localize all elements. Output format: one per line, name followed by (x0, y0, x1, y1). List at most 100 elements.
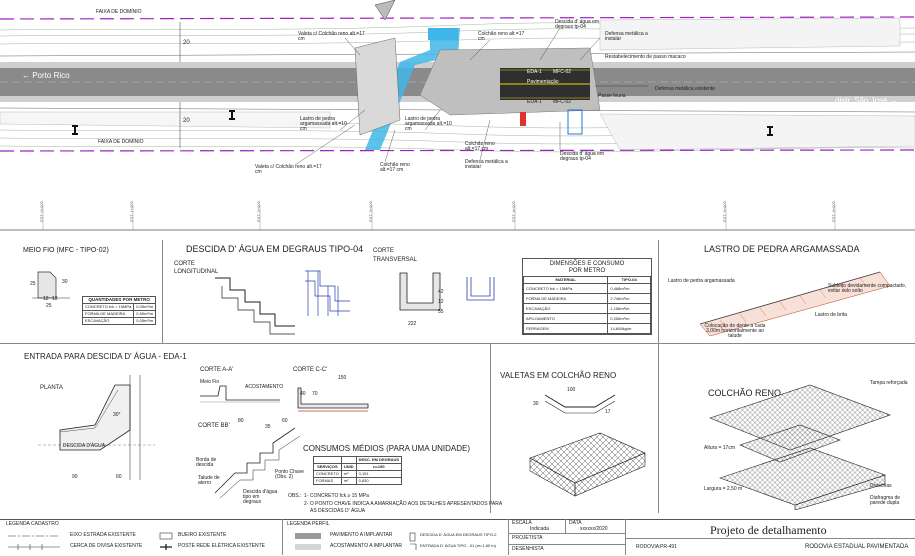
table-cell: 0,50m²/m (133, 310, 157, 318)
legend-pavimento: PAVIMENTO A IMPLANTAR (330, 532, 393, 538)
rodovia-value: PR-491 (660, 544, 677, 550)
entrada-dim-30deg: 30° (113, 412, 121, 418)
eda1-top-label: EDA-1 (527, 69, 542, 75)
consumos-title: CONSUMOS MÉDIOS (PARA UMA UNIDADE) (303, 444, 470, 453)
borda-label: Borda de descida (196, 457, 217, 468)
valetas-title: VALETAS EM COLCHÃO RENO (500, 371, 617, 380)
projeto-title: Projeto de detalhamento (710, 523, 827, 537)
faixa-dominio-bottom-label: FAIXA DE DOMÍNIO (98, 139, 144, 145)
ponto-chave-label: Ponto Chave (Obs. 2) (275, 469, 304, 480)
legend-symbols (8, 532, 417, 550)
defensa-existente-label: Defensa metálica existente (655, 86, 716, 92)
station-label: EST. 4+000 (511, 201, 516, 222)
consumos-col-unid: UNID (340, 463, 357, 471)
corte-bb-dim-60: 60 (282, 418, 288, 424)
passe-leuna-label: Passe leuna (598, 93, 626, 99)
table-cell: CONCRETO (313, 470, 342, 478)
descida-dim-12: 12 (438, 299, 444, 305)
station-label: EST. 5+000 (722, 201, 727, 222)
meiofio-dim-25b: 25 (46, 303, 52, 309)
obs-3: AS DESCIDAS D' ÁGUA (310, 508, 366, 514)
porto-rico-label: ← Porto Rico (22, 71, 70, 80)
descida-degraus-label: Descida d'água tipo em degraus (243, 489, 278, 505)
table-cell: m³ (340, 470, 357, 478)
corte-cc-label: CORTE C-C' (293, 367, 328, 373)
entrada-dim-90: 90 (72, 474, 78, 480)
mfc-bottom-label: MFC-02 (553, 99, 572, 105)
table-cell: FORMA DE MADEIRA (81, 310, 135, 318)
meio-fio-label: Meio Fio (200, 379, 220, 385)
rodovia-description: RODOVIA ESTADUAL PAVIMENTADA (805, 544, 909, 550)
table-cell: ESCAVAÇÃO (81, 317, 135, 325)
legend-poste: POSTE REDE ELÉTRICA EXISTENTE (178, 543, 265, 549)
descida-top-label: Descida d' água em degraus tp-04 (555, 19, 600, 30)
acostamento-label: ACOSTAMENTO (245, 384, 284, 390)
legend-cerca: CERCA DE DIVISA EXISTENTE (70, 543, 143, 549)
legend-acostamento: ACOSTAMENTO A IMPLANTAR (330, 543, 402, 549)
divider-entrada (490, 343, 491, 513)
divider-meiofio (162, 240, 163, 343)
descida-bottom-label: Descida d' água em degraus tp-04 (560, 151, 605, 162)
pavimentacao-label: Pavimentação (527, 79, 559, 85)
data-value: xxxxxx/2020 (580, 526, 608, 532)
divider-descida (658, 240, 659, 343)
dimension-20-bottom: 20 (183, 118, 190, 124)
legend-divider-6 (508, 533, 625, 534)
corte-longitudinal-label: CORTE LONGITUDINAL (174, 261, 219, 276)
divider-valetas (658, 343, 659, 513)
table-cell: 0,05m³/m (133, 303, 157, 311)
table-cell: 0,256m²/m (607, 313, 651, 324)
legend-cadastro-title: LEGENDA CADASTRO (6, 521, 59, 527)
defensa-bottom-label: Defensa metálica a instalar (465, 159, 508, 170)
talude-label: Talude de aterro (198, 475, 220, 486)
descida-dim-55: 55 (438, 309, 444, 315)
corte-transversal-label: CORTE TRANSVERSAL (373, 248, 418, 263)
table-cell: CONCRETO fck = 15MPa (81, 303, 135, 311)
descida-transversal-drawing (399, 272, 441, 311)
legend-perfil-title: LEGENDA PERFIL (287, 521, 330, 527)
consumos-head: DESC. EM DEGRAUS (355, 456, 403, 464)
obs-label: OBS.: (288, 493, 302, 499)
valeta-top-label: Valeta c/ Colchão reno alt.=17 cm (298, 31, 365, 42)
meiofio-quantity-table: QUANTIDADES POR METRO CONCRETO fck = 15M… (81, 296, 157, 325)
legend-divider-1 (282, 519, 283, 555)
table-cell: 2,746m²/m (607, 293, 651, 304)
obs-1: 1- CONCRETO fck ≥ 15 MPa (304, 493, 369, 499)
table-cell: 1,156m³/m (607, 303, 651, 314)
table-cell: 0,468m³/m (607, 283, 651, 294)
valeta-section-drawing (544, 394, 616, 414)
descida-col-tipo: TIPO-04 (607, 276, 651, 284)
table-cell: CONCRETO fck = 15MPa (522, 283, 609, 294)
entrada-dim-60: 60 (116, 474, 122, 480)
legend-bueiro: BUEIRO EXISTENTE (178, 532, 227, 538)
descida-longitudinal-drawing (215, 277, 295, 335)
data-label: DATA (569, 520, 582, 526)
obs-2: 2- O PONTO CHAVE INDICA A AMARRAÇÃO AOS … (304, 501, 503, 507)
escala-value: Indicada (530, 526, 549, 532)
meiofio-dim-13: 13 (52, 296, 58, 302)
legend-eixo: EIXO ESTRADA EXISTENTE (70, 532, 136, 538)
legend-area (0, 519, 915, 556)
entrada-planta-drawing (38, 375, 155, 480)
divisorias-label: Divisórias (870, 483, 892, 489)
corte-cc-dim-150: 150 (338, 375, 347, 381)
legend-divider-5 (565, 519, 566, 533)
station-label: EST. 1+000 (129, 201, 134, 222)
mfc-top-label: MFC-02 (553, 69, 572, 75)
lastro-label-3: Lastro de brita (815, 312, 847, 318)
legend-descida-tipo2: DESCIDA D' ÁGUA EM DEGRAUS TIPO-2 (420, 532, 497, 537)
entrada-title: ENTRADA PARA DESCIDA D' ÁGUA - EDA-1 (24, 352, 187, 361)
valeta-dim-100: 100 (567, 387, 576, 393)
descida-dim-42: 42 (438, 289, 444, 295)
lastro-title: LASTRO DE PEDRA ARGAMASSADA (704, 244, 860, 254)
legend-divider-7 (508, 544, 625, 545)
colchao-title: COLCHÃO RENO (708, 388, 782, 398)
defensa-top-label: Defensa metálica a instalar (605, 31, 648, 42)
